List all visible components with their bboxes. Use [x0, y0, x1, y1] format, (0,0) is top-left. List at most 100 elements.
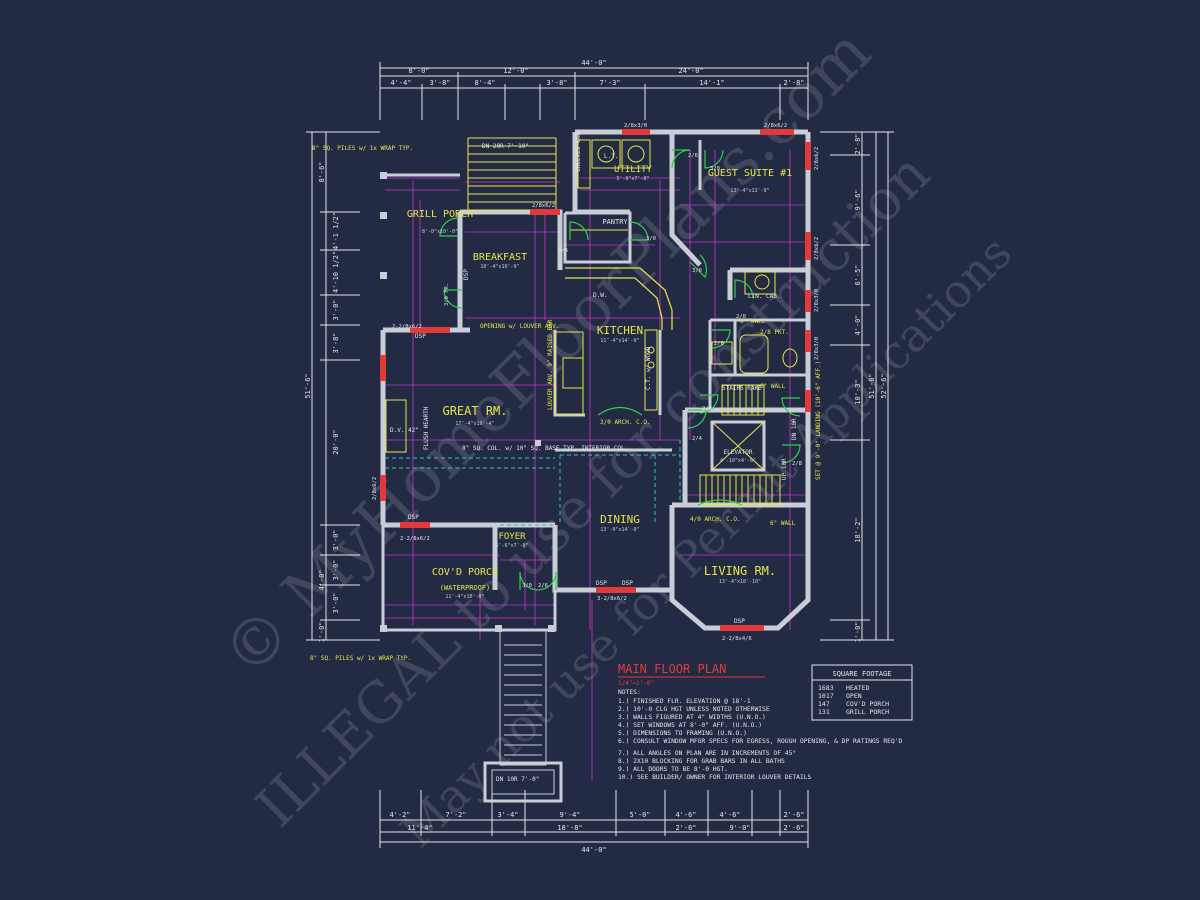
sqft-label-3: GRILL PORCH	[846, 708, 889, 716]
dim-bottom-row1-0: 4'-2"	[389, 811, 410, 819]
dim-top-row3-1: 3'-8"	[429, 79, 450, 87]
note-9: 9.) ALL DOORS TO BE 8'-0 HGT.	[618, 766, 728, 773]
window-tag-11: 2/8x6/2	[372, 477, 378, 500]
dim-left-0: 8'-6"	[318, 161, 326, 182]
note-stair-bottom: DN 10R 7'-0"	[496, 776, 539, 783]
sqft-value-0: 1683	[818, 684, 834, 692]
sqft-title: SQUARE FOOTAGE	[832, 670, 891, 678]
note-lin-cab: LIN. CAB.	[748, 293, 781, 300]
room-foyer-name: FOYER	[498, 532, 526, 542]
note-piles-bottom: 8" SQ. PILES w/ 1x WRAP TYP.	[310, 655, 411, 662]
stair-top	[467, 137, 557, 211]
dim-bottom-row1-2: 3'-4"	[497, 811, 518, 819]
door-tags: 3/0 FR. 2/6 3/0 2/6 3/0 2/0 2/6 2/6 2/4 …	[444, 153, 802, 589]
square-footage-table: SQUARE FOOTAGE 1683 HEATED 1017 OPEN 147…	[811, 664, 913, 721]
dimension-lines	[306, 62, 894, 848]
room-grill-porch-name: GRILL PORCH	[407, 209, 473, 220]
note-dw: D.W.	[593, 292, 607, 299]
dim-bottom-row1-7: 2'-6"	[783, 811, 804, 819]
dim-left-overall: 51'-6"	[304, 373, 312, 398]
sqft-value-1: 1017	[818, 692, 834, 700]
window-tag-7: 2-2/8x4/6	[722, 636, 752, 642]
dim-top-row3-0: 4'-4"	[390, 79, 411, 87]
room-utility-name: UTILITY	[614, 165, 653, 175]
room-labels: GRILL PORCH 8'-0"x10'-0" BREAKFAST 10'-4…	[407, 165, 792, 600]
sqft-value-2: 147	[818, 700, 830, 708]
room-covd-porch-size: 11'-4"x10'-0"	[445, 594, 484, 600]
note-raised-bar: LOUVER ABV. 9" RAISED BAR	[547, 319, 554, 410]
dim-left-2: 4'-10 1/2"	[332, 251, 340, 293]
dim-bottom-row1-3: 9'-4"	[559, 811, 580, 819]
dim-right-6: 1'-0"	[854, 621, 862, 642]
door-tag-10: 3/0	[522, 583, 532, 589]
note-dsp-3: DSP	[596, 580, 607, 587]
dim-right-0: 2'-8"	[854, 133, 862, 154]
window-tag-9: 2/8x3/0	[814, 337, 820, 360]
note-5: 5.) DIMENSIONS TO FRAMING (U.N.O.)	[618, 730, 747, 737]
note-6: 6.) CONSULT WINDOW MFGR SPECS FOR EGRESS…	[618, 738, 903, 745]
window-tag-10: 2-2/8x6/2	[400, 536, 430, 542]
interior-dimension-lines	[385, 150, 805, 780]
sqft-value-3: 131	[818, 708, 830, 716]
room-foyer-size: 6'-6"x7'-8"	[495, 543, 528, 549]
sqft-label-2: COV'D PORCH	[846, 700, 889, 708]
door-tag-9: 2/8	[792, 461, 802, 467]
sqft-label-0: HEATED	[846, 684, 870, 692]
note-col: 8" SQ. COL. w/ 10" SQ. BASE TYP. INTERIO…	[462, 445, 628, 452]
door-tag-6: 2/6	[714, 341, 724, 347]
note-landing: SET @ 9'-0" LANDING (10'-6" AFF.)	[815, 361, 822, 480]
door-tag-11: 2/6	[538, 583, 548, 589]
dim-left-3: 3'-0"	[332, 299, 340, 320]
room-grill-porch-size: 8'-0"x10'-0"	[422, 229, 458, 235]
dim-left-8: 4'-0"	[318, 569, 326, 590]
note-piles-top: 8" SQ. PILES w/ 1x WRAP TYP.	[312, 145, 413, 152]
window-tag-6: 3-2/8x6/2	[597, 596, 627, 602]
room-breakfast-name: BREAKFAST	[473, 252, 527, 263]
note-dsp-2: DSP	[408, 514, 419, 521]
room-dining-name: DINING	[600, 513, 640, 526]
room-elevator-name: ELEVATOR	[724, 449, 753, 456]
note-flush-hearth: FLUSH HEARTH	[423, 406, 430, 450]
room-covd-porch-sub: (WATERPROOF)	[440, 584, 491, 592]
dim-top-row2-0: 8'-0"	[408, 67, 429, 75]
door-tag-1: 2/6	[558, 248, 568, 254]
dimension-labels: 44'-0" 8'-0" 12'-0" 24'-0" 4'-4" 3'-8" 8…	[389, 59, 804, 854]
room-covd-porch-name: COV'D PORCH	[432, 567, 498, 578]
note-4: 4.) SET WINDOWS AT 8'-0" AFF. (U.N.O.)	[618, 722, 762, 729]
door-tag-0: 3/0 FR.	[444, 283, 450, 306]
dim-left-7: 3'-0"	[332, 559, 340, 580]
note-ct-wood: C.T. w/ WOOD	[645, 346, 652, 390]
note-8: 8.) 2X10 BLOCKING FOR GRAB BARS IN ALL B…	[618, 758, 785, 765]
stair-bottom	[483, 629, 563, 803]
note-2: 2.) 10'-0 CLG HGT UNLESS NOTED OTHERWISE	[618, 706, 770, 713]
notes-block: NOTES: 1.) FINISHED FLR. ELEVATION @ 18'…	[618, 689, 903, 781]
window-tag-1: 2/8x6/2	[764, 123, 787, 129]
note-10: 10.) SEE BUILDER/ OWNER FOR INTERIOR LOU…	[618, 774, 812, 781]
note-1: 1.) FINISHED FLR. ELEVATION @ 18'-1	[618, 698, 751, 705]
door-tag-8: 2/4	[692, 436, 703, 442]
plan-title-block: MAIN FLOOR PLAN 1/4"=1'-0"	[618, 662, 765, 687]
note-arch-living: 4/0 ARCH. C.O.	[690, 516, 741, 523]
door-tag-3: 2/6	[688, 153, 698, 159]
room-dining-size: 13'-0"x14'-0"	[600, 527, 639, 533]
dim-right-5: 18'-2"	[854, 517, 862, 542]
note-dsp-5: DSP	[734, 618, 745, 625]
room-living-rm-name: LIVING RM.	[704, 564, 776, 578]
door-tag-4: 3/0	[692, 268, 702, 274]
note-3: 3.) WALLS FIGURED AT 4" WIDTHS (U.N.O.)	[618, 714, 766, 721]
note-wall6-b: 6" WALL	[760, 383, 786, 390]
room-breakfast-size: 10'-4"x10'-9"	[480, 264, 519, 270]
dim-top-overall: 44'-0"	[581, 59, 606, 67]
note-dsp-4: DSP	[622, 580, 633, 587]
note-up: UP 10R	[781, 458, 788, 480]
dim-right-2: 6'-5"	[854, 264, 862, 285]
window-tags: 2/8x3/0 2/8x6/2 2/8x6/2 2/8x6/2 2-2/8x6/…	[372, 123, 820, 642]
door-tag-7: 2/6	[702, 406, 712, 412]
dim-left-5: 20'-0"	[332, 429, 340, 454]
dim-bottom-row2-3: 9'-0"	[729, 824, 750, 832]
window-tag-5: 2/8x6/2	[532, 203, 555, 209]
note-shelves-cab: SHELVES CAB	[575, 132, 582, 172]
door-tag-2: 3/0	[646, 236, 656, 242]
notes-heading: NOTES:	[618, 689, 641, 696]
